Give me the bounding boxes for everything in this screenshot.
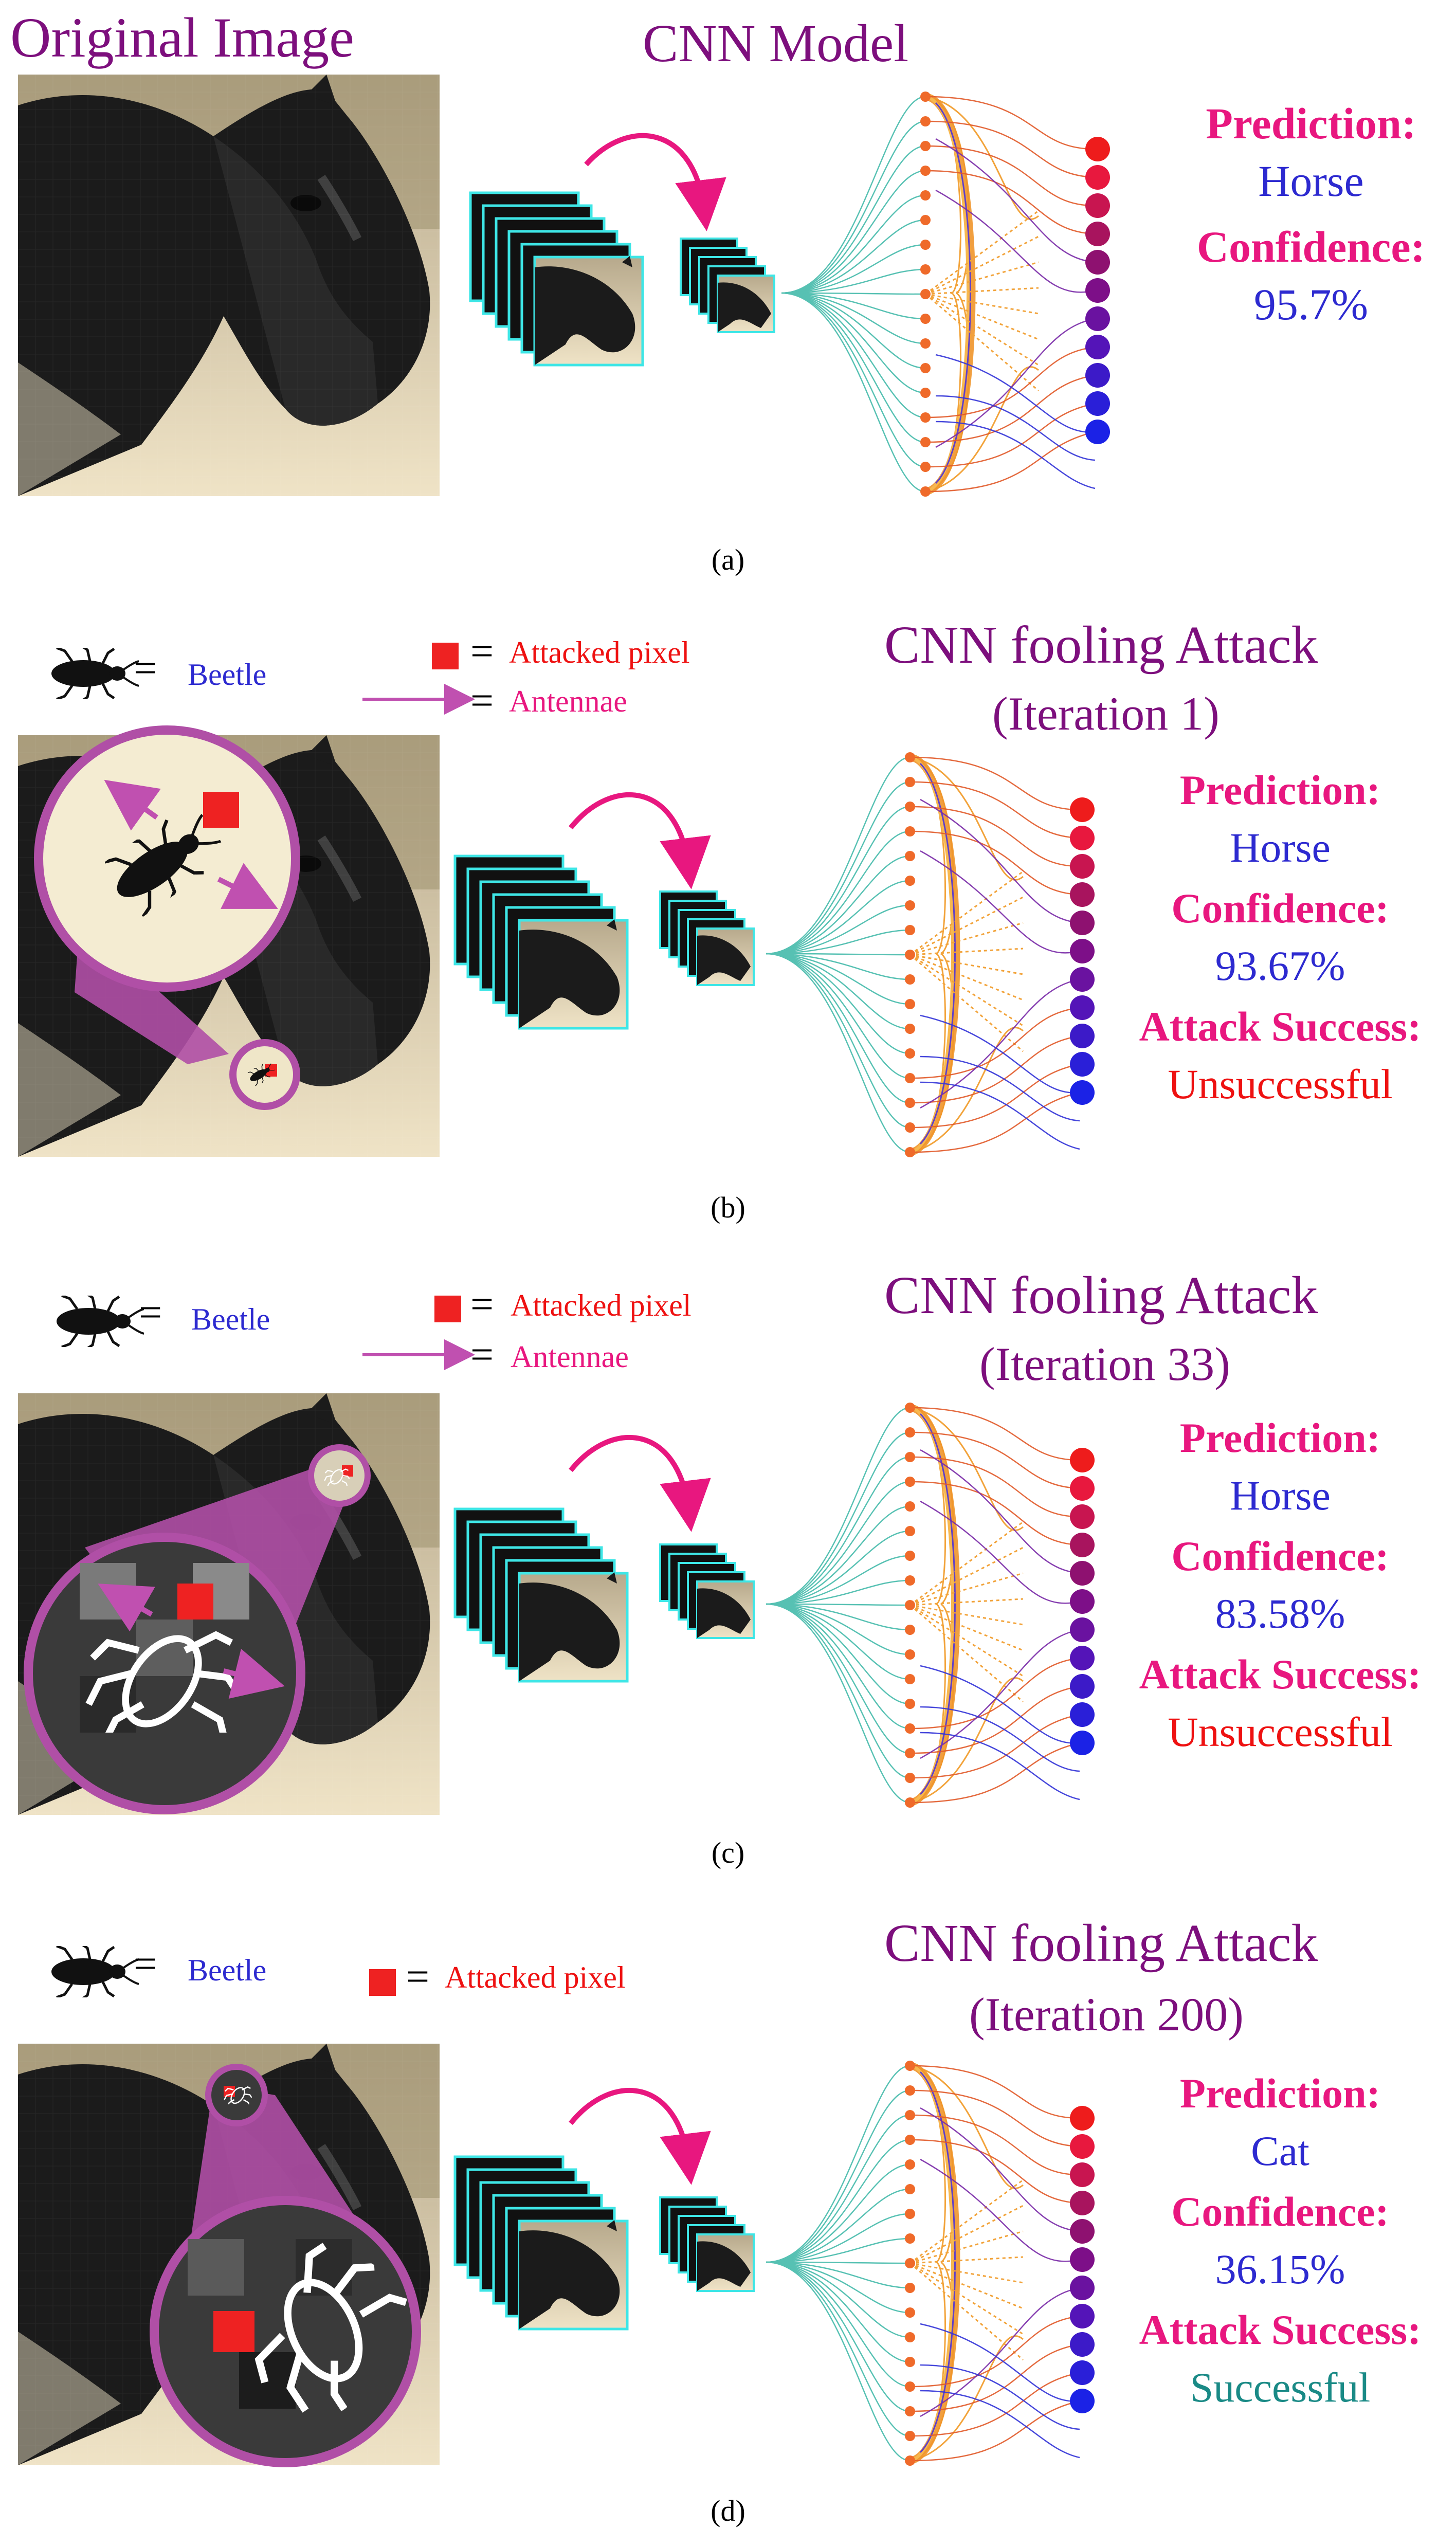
- prediction-label: Prediction:: [1179, 1414, 1381, 1461]
- input-feature-maps: [452, 853, 638, 1049]
- attacked-pixel-swatch: [434, 1296, 461, 1322]
- prediction-value: Horse: [1258, 156, 1364, 206]
- attack-iteration: (Iteration 33): [979, 1338, 1230, 1390]
- antennae-legend-label: Antennae: [509, 684, 627, 718]
- confidence-label: Confidence:: [1196, 222, 1426, 271]
- panel-c: = Beetle = Attacked pixel = Antennae CNN…: [0, 1244, 1456, 1887]
- cnn-network: [766, 2057, 1116, 2468]
- confidence-value: 93.67%: [1215, 942, 1345, 989]
- beetle-legend-icon: [41, 1296, 144, 1347]
- input-feature-maps: [452, 1506, 638, 1702]
- attacked-horse-image: [18, 1393, 440, 1815]
- attack-success-label: Attack Success:: [1139, 2306, 1422, 2353]
- conv-feature-maps: [659, 2196, 755, 2292]
- attacked-pixel-equals: =: [470, 1282, 494, 1327]
- conv-feature-maps: [680, 238, 775, 333]
- attack-title: CNN fooling Attack: [884, 615, 1318, 675]
- beetle-legend-label: Beetle: [188, 658, 267, 692]
- antennae-equals: =: [470, 678, 494, 723]
- attack-success-label: Attack Success:: [1139, 1003, 1422, 1050]
- attack-success-value: Unsuccessful: [1168, 1061, 1393, 1107]
- prediction-value: Horse: [1230, 1472, 1331, 1519]
- beetle-equals: =: [139, 1290, 162, 1335]
- curved-arrow: [584, 133, 726, 231]
- attack-success-value: Unsuccessful: [1168, 1708, 1393, 1755]
- confidence-label: Confidence:: [1171, 1533, 1389, 1579]
- attacked-pixel-swatch: [432, 643, 459, 669]
- beetle-equals: =: [134, 646, 157, 691]
- attacked-pixel-legend-label: Attacked pixel: [511, 1288, 691, 1322]
- attack-success-label: Attack Success:: [1139, 1651, 1422, 1698]
- attack-title: CNN fooling Attack: [884, 1266, 1318, 1325]
- confidence-value: 36.15%: [1215, 2246, 1345, 2293]
- caption-c: (c): [711, 1836, 745, 1869]
- confidence-label: Confidence:: [1171, 885, 1389, 932]
- cnn-network: [781, 87, 1131, 499]
- attack-iteration: (Iteration 200): [969, 1988, 1244, 2041]
- caption-d: (d): [711, 2494, 745, 2527]
- attack-success-value: Successful: [1190, 2364, 1371, 2411]
- cnn-network: [766, 1398, 1116, 1810]
- antennae-legend-arrow: [362, 684, 475, 715]
- caption-a: (a): [711, 543, 745, 576]
- beetle-legend-label: Beetle: [191, 1302, 270, 1336]
- cnn-model-title: CNN Model: [643, 14, 909, 73]
- attacked-horse-image: [18, 725, 440, 1157]
- prediction-label: Prediction:: [1179, 2070, 1381, 2117]
- confidence-value: 95.7%: [1253, 280, 1369, 329]
- attacked-pixel-legend-label: Attacked pixel: [445, 1960, 626, 1994]
- confidence-label: Confidence:: [1171, 2188, 1389, 2235]
- beetle-legend-icon: [36, 648, 139, 699]
- attack-title: CNN fooling Attack: [884, 1914, 1318, 1973]
- prediction-label: Prediction:: [1206, 99, 1416, 148]
- original-image-title: Original Image: [10, 6, 354, 69]
- curved-arrow: [569, 1434, 711, 1532]
- conv-feature-maps: [659, 890, 755, 986]
- panel-a: Original Image CNN Model Prediction: Hor…: [0, 0, 1456, 591]
- prediction-value: Cat: [1251, 2127, 1309, 2174]
- input-feature-maps: [468, 190, 653, 386]
- beetle-equals: =: [134, 1941, 157, 1987]
- original-horse-image: [18, 75, 440, 496]
- prediction-label: Prediction:: [1179, 767, 1381, 813]
- attacked-pixel-equals: =: [470, 629, 494, 674]
- beetle-legend-label: Beetle: [188, 1953, 267, 1987]
- attacked-pixel-equals: =: [406, 1954, 430, 1999]
- panel-b: = Beetle = Attacked pixel = Antennae CNN…: [0, 591, 1456, 1244]
- prediction-value: Horse: [1230, 824, 1331, 871]
- confidence-value: 83.58%: [1215, 1590, 1345, 1637]
- beetle-legend-icon: [36, 1946, 139, 1997]
- antennae-equals: =: [470, 1332, 494, 1377]
- curved-arrow: [569, 792, 711, 889]
- attacked-pixel-legend-label: Attacked pixel: [509, 635, 690, 669]
- panel-d: = Beetle = Attacked pixel CNN fooling At…: [0, 1887, 1456, 2547]
- antennae-legend-label: Antennae: [511, 1340, 629, 1374]
- attack-iteration: (Iteration 1): [992, 687, 1220, 740]
- cnn-network: [766, 748, 1116, 1159]
- attacked-horse-image: [18, 2044, 440, 2467]
- input-feature-maps: [452, 2154, 638, 2350]
- attacked-pixel-swatch: [369, 1969, 396, 1996]
- curved-arrow: [569, 2087, 711, 2185]
- caption-b: (b): [711, 1191, 745, 1224]
- conv-feature-maps: [659, 1543, 755, 1639]
- antennae-legend-arrow: [362, 1339, 475, 1370]
